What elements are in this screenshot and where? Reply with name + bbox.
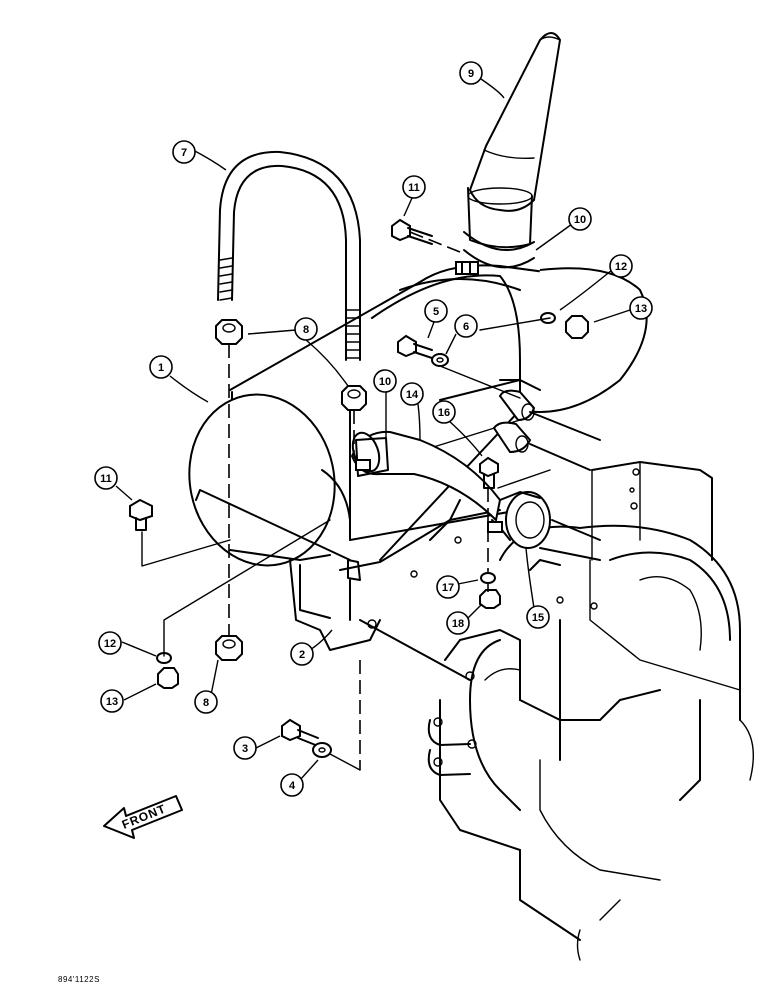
callout-3: 3 — [233, 736, 257, 760]
callout-9: 9 — [459, 61, 483, 85]
callout-13-lower: 13 — [100, 689, 124, 713]
muffler — [188, 264, 648, 567]
callout-14: 14 — [400, 382, 424, 406]
callout-10-lower: 10 — [373, 369, 397, 393]
svg-text:12: 12 — [615, 261, 627, 273]
svg-text:11: 11 — [100, 473, 112, 485]
callout-11-lower: 11 — [94, 466, 118, 490]
front-arrow: FRONT — [103, 795, 183, 839]
callout-18: 18 — [446, 611, 470, 635]
svg-text:11: 11 — [408, 182, 420, 194]
callout-4: 4 — [280, 773, 304, 797]
intake-tube — [350, 430, 601, 561]
svg-text:8: 8 — [303, 324, 309, 336]
callout-2: 2 — [290, 642, 314, 666]
svg-text:17: 17 — [442, 582, 454, 594]
svg-text:9: 9 — [468, 68, 474, 80]
callout-17: 17 — [436, 575, 460, 599]
svg-text:10: 10 — [379, 376, 391, 388]
svg-text:16: 16 — [438, 407, 450, 419]
svg-text:8: 8 — [203, 697, 209, 709]
callout-10-upper: 10 — [568, 207, 592, 231]
callout-8-upper: 8 — [294, 317, 318, 341]
svg-text:12: 12 — [104, 638, 116, 650]
svg-text:18: 18 — [452, 618, 464, 630]
callout-15: 15 — [526, 605, 550, 629]
svg-text:5: 5 — [433, 306, 439, 318]
svg-text:1: 1 — [158, 362, 164, 374]
callout-5: 5 — [424, 299, 448, 323]
svg-text:4: 4 — [289, 780, 296, 792]
svg-text:10: 10 — [574, 214, 586, 226]
callout-6: 6 — [454, 314, 478, 338]
callout-12-upper: 12 — [609, 254, 633, 278]
svg-text:3: 3 — [242, 743, 248, 755]
callout-16: 16 — [432, 400, 456, 424]
exhaust-clamp — [455, 261, 479, 275]
svg-text:14: 14 — [406, 389, 419, 401]
assembly-lines — [141, 231, 551, 771]
callout-13-upper: 13 — [629, 296, 653, 320]
callouts: 9 7 11 10 12 13 5 6 — [94, 61, 653, 797]
svg-text:7: 7 — [181, 147, 187, 159]
front-arrow-label: FRONT — [120, 801, 168, 831]
callout-8-lower: 8 — [194, 690, 218, 714]
svg-text:6: 6 — [463, 321, 469, 333]
svg-text:13: 13 — [106, 696, 118, 708]
engine-block — [427, 461, 755, 961]
leader-lines — [115, 78, 631, 781]
hardware — [129, 218, 589, 758]
svg-text:15: 15 — [532, 612, 544, 624]
callout-11-upper: 11 — [402, 175, 426, 199]
u-bolt — [217, 150, 361, 361]
drawing-code: 894'1122S — [58, 975, 100, 984]
callout-1: 1 — [149, 355, 173, 379]
svg-text:2: 2 — [299, 649, 305, 661]
exhaust-stack — [463, 32, 562, 269]
callout-12-lower: 12 — [98, 631, 122, 655]
svg-text:13: 13 — [635, 303, 647, 315]
callout-7: 7 — [172, 140, 196, 164]
